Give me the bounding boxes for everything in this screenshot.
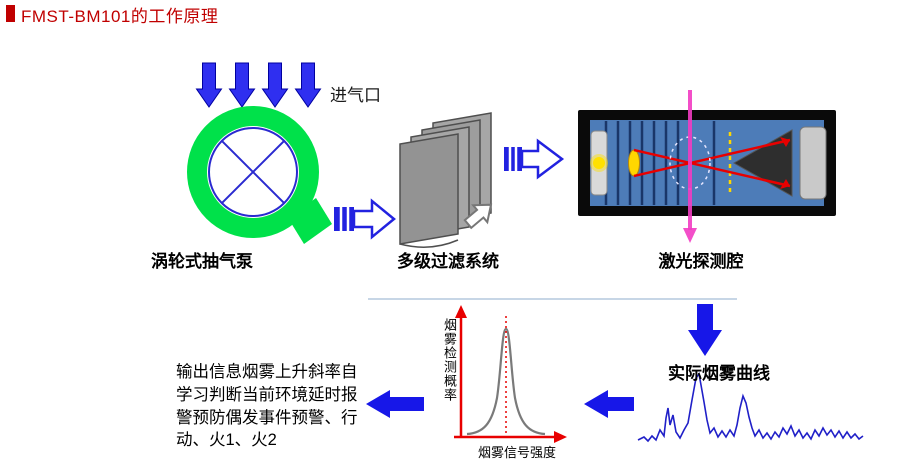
flow-arrow-pump-to-filter-icon [334,198,396,240]
output-line-2: 学习判断当前环境延时报 [176,385,358,404]
filter-label: 多级过滤系统 [397,252,499,271]
filter-stack-icon [399,112,493,248]
output-description: 输出信息烟雾上升斜率自 学习判断当前环境延时报 警预防偶发事件预警、行 动、火1… [176,361,380,452]
flow-arrow-filter-to-chamber-icon [504,138,565,180]
output-line-1: 输出信息烟雾上升斜率自 [176,363,358,381]
smoke-curve-label: 实际烟雾曲线 [668,364,770,383]
laser-beams-icon [633,138,791,188]
pump-label: 涡轮式抽气泵 [151,252,253,271]
gaussian-curve [466,327,546,436]
laser-chamber-icon [578,90,836,243]
smoke-flow-arrow-icon [683,90,697,243]
flow-arrow-left-2-icon [366,390,424,418]
title-bullet-icon [6,5,15,22]
flow-arrow-down-icon [688,304,722,356]
output-line-3: 警预防偶发事件预警、行 [176,408,358,427]
probability-chart-icon [454,305,567,443]
chamber-label: 激光探测腔 [658,252,744,271]
detector-icon [799,126,827,200]
output-line-4: 动、火1、火2 [176,431,277,450]
chart-x-axis-label: 烟雾信号强度 [477,445,556,460]
page-title: FMST-BM101的工作原理 [21,7,219,26]
air-inlet-label: 进气口 [330,86,381,105]
turbine-pump-icon [187,106,332,244]
air-inlet-arrows-icon [195,62,322,108]
chart-y-axis-label: 烟雾检测概率 [442,318,457,402]
lens-icon [628,149,640,177]
flow-arrow-left-1-icon [584,390,634,418]
smoke-waveform [637,372,864,443]
